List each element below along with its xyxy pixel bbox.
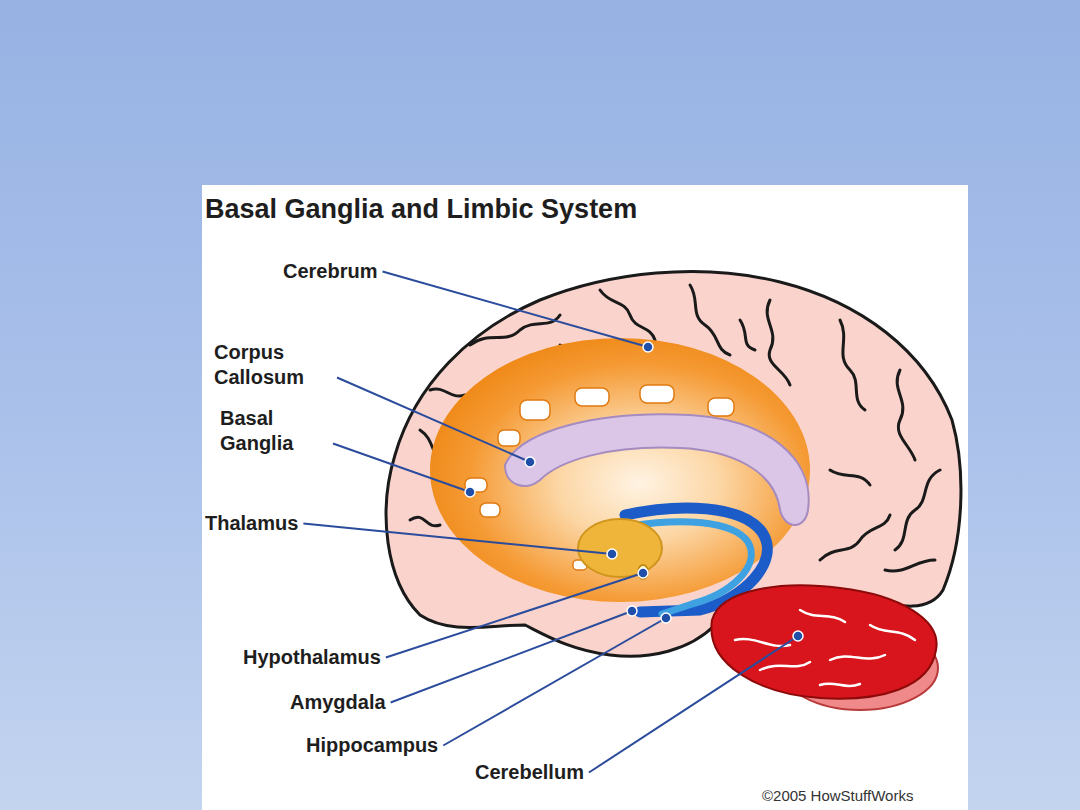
leader-dot [793, 631, 803, 641]
part-label: Basal Ganglia [220, 406, 328, 456]
gyrus-line [470, 315, 560, 345]
part-label: Hippocampus [306, 733, 438, 758]
part-label: Hypothalamus [243, 645, 381, 670]
leader-line [303, 524, 612, 555]
leader-line [391, 611, 632, 703]
leader-line [589, 636, 798, 773]
gyrus-line [820, 515, 890, 560]
folium [820, 684, 860, 686]
gyrus-line [430, 389, 465, 396]
leader-dot [638, 568, 648, 578]
gyrus-line [840, 320, 865, 410]
gyrus-line [767, 300, 790, 385]
gyrus-line [895, 470, 940, 550]
folium [760, 662, 810, 670]
cerebellum-shape [711, 585, 936, 698]
diagram-title: Basal Ganglia and Limbic System [205, 194, 637, 225]
gyrus-line [410, 517, 440, 526]
hole [480, 503, 500, 517]
hole [498, 430, 520, 446]
leader-dot [465, 487, 475, 497]
gyrus-line [897, 370, 915, 460]
gyrus-line [885, 560, 935, 571]
thalamus-shape [578, 519, 662, 577]
folium [735, 639, 790, 646]
folium [830, 655, 885, 660]
white-panel [202, 185, 968, 810]
copyright-note: ©2005 HowStuffWorks [762, 787, 913, 806]
leader-line [337, 378, 530, 463]
leader-line [386, 573, 643, 658]
leader-line [382, 272, 648, 348]
part-label: Corpus Callosum [214, 340, 332, 390]
hypothalamus-shape [638, 565, 648, 579]
hole [708, 398, 734, 416]
leader-dot [627, 606, 637, 616]
hole [640, 385, 674, 403]
cerebellum-folia [735, 610, 915, 686]
leader-line [333, 444, 470, 493]
gyrus-line [690, 285, 730, 355]
leader-dot [661, 613, 671, 623]
part-label: Thalamus [205, 511, 298, 536]
folium [870, 625, 915, 640]
hole [520, 400, 550, 420]
part-label: Cerebellum [475, 760, 584, 785]
part-label: Cerebrum [283, 259, 377, 284]
hole [575, 388, 609, 406]
gyrus-line [600, 290, 655, 340]
leader-line [443, 618, 666, 746]
leader-dot [643, 342, 653, 352]
gyrus-line [740, 320, 755, 350]
leader-dot [525, 457, 535, 467]
folium [800, 610, 845, 622]
part-label: Amygdala [290, 690, 386, 715]
gyrus-line [830, 470, 870, 485]
leader-dot [607, 549, 617, 559]
